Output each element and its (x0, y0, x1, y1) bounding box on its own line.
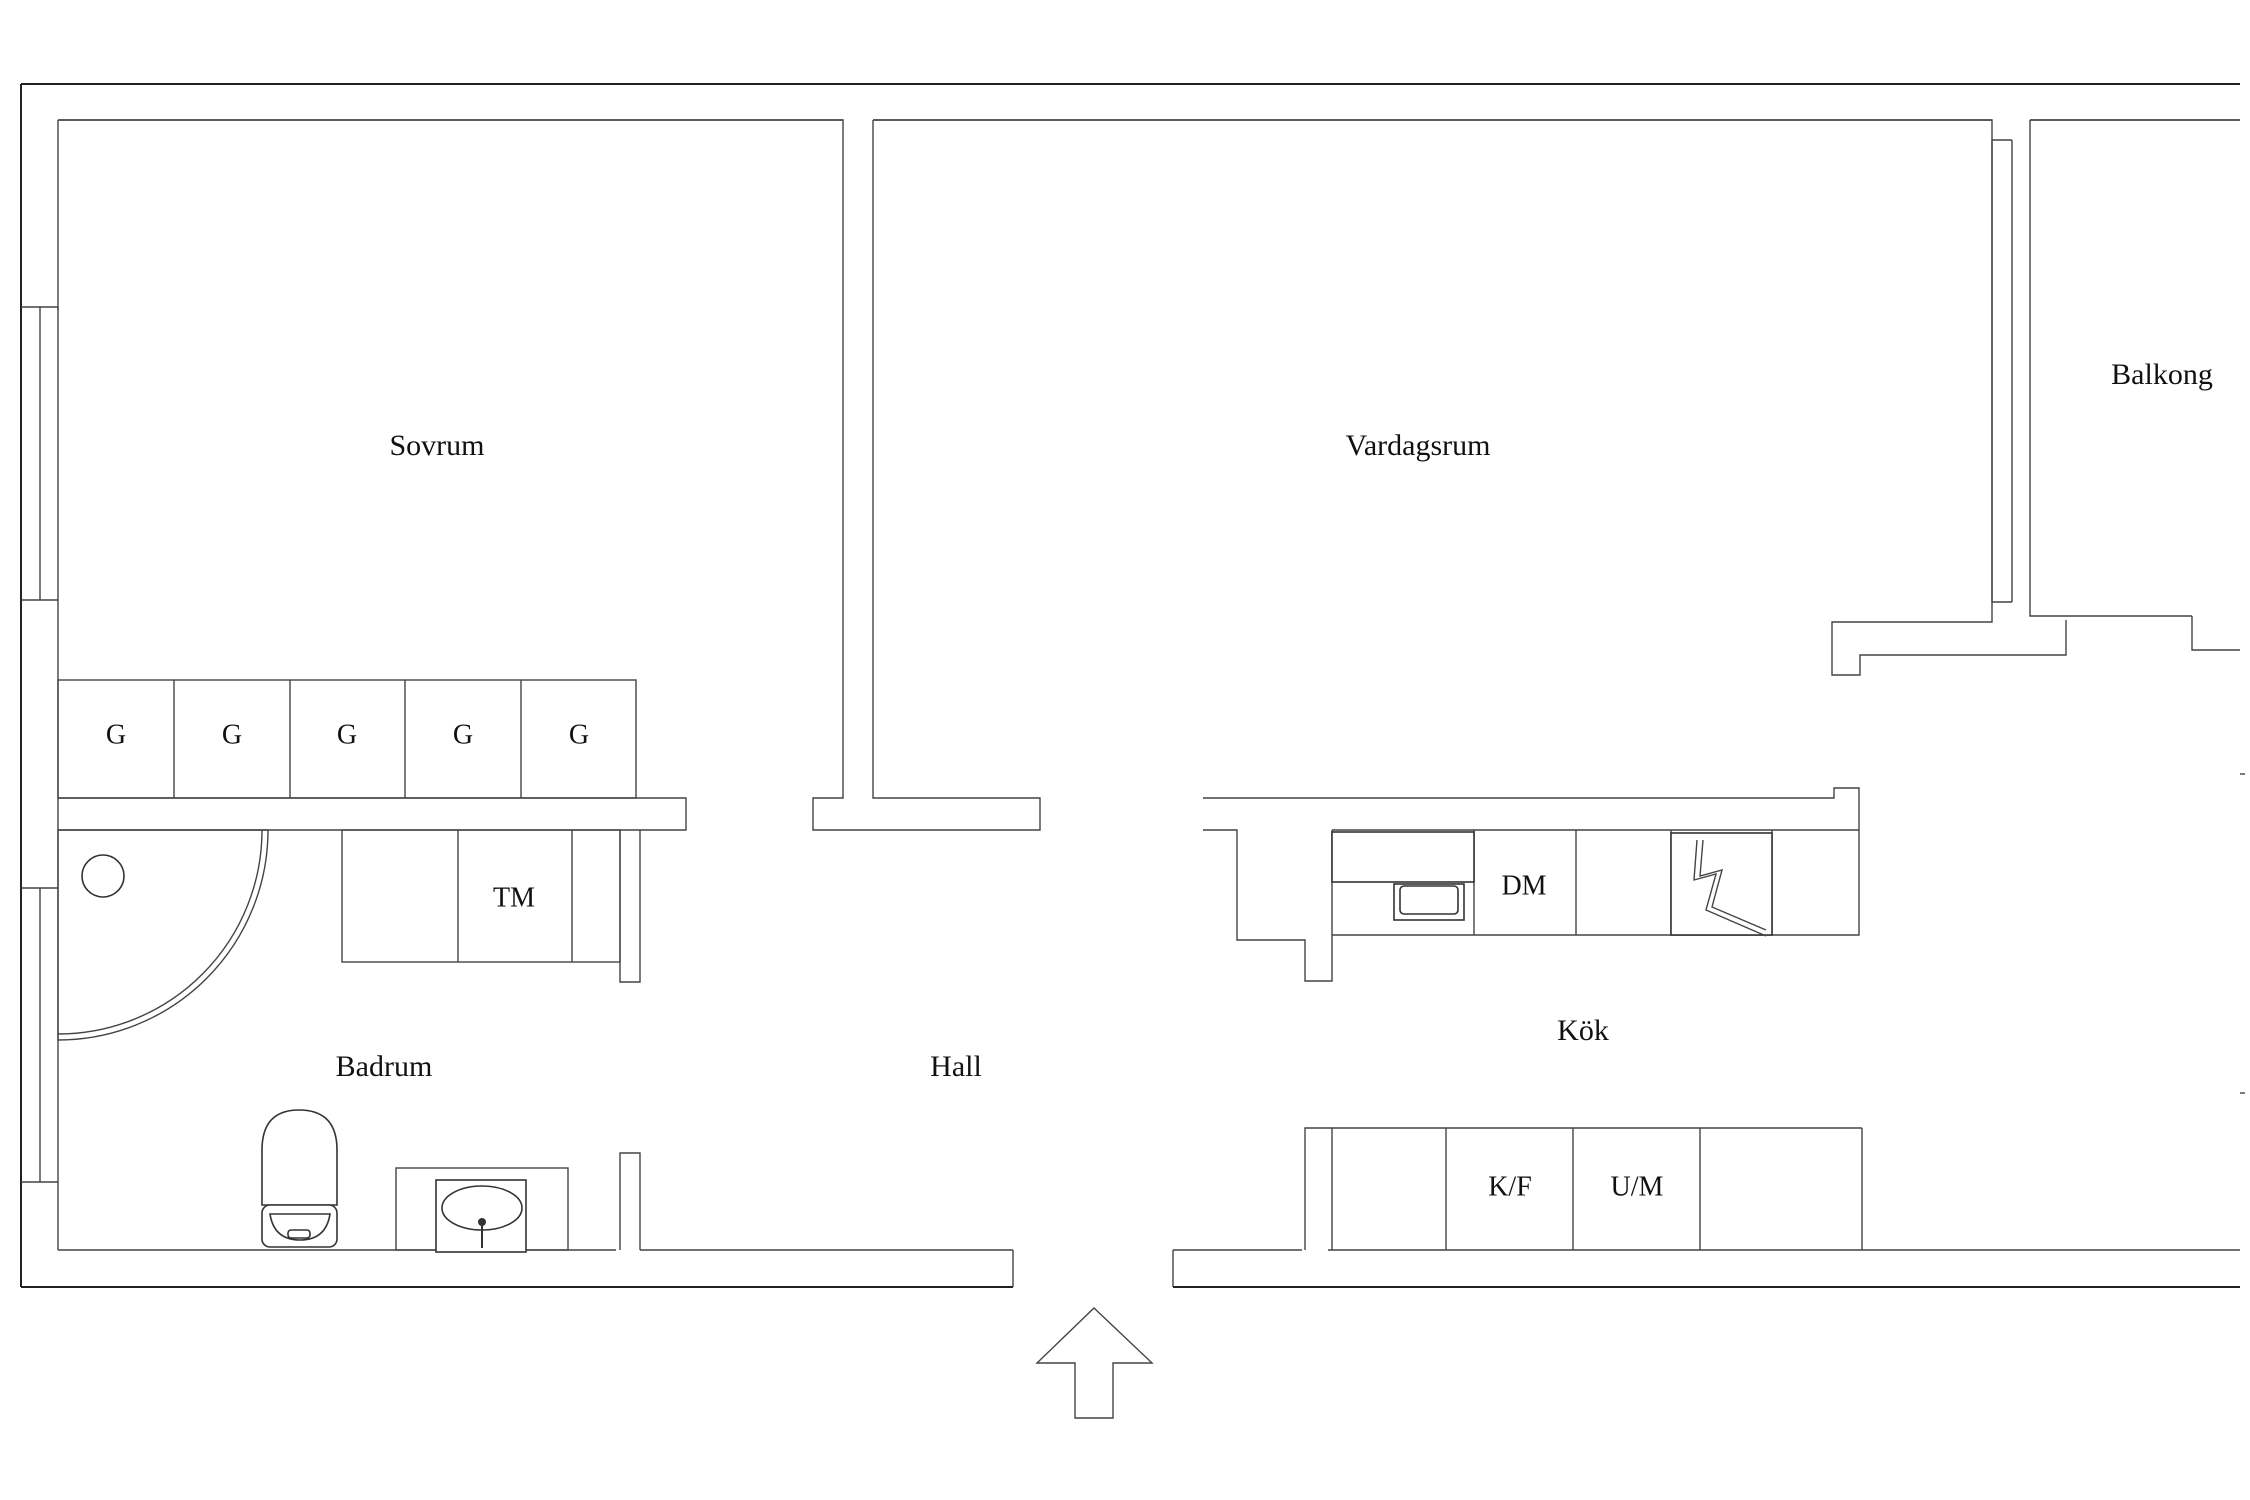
right-wall-marks (2240, 773, 2245, 1094)
laundry-cabinets: TM (341, 829, 621, 963)
bathroom-label: Badrum (336, 1050, 433, 1083)
dishwasher-label: DM (1501, 870, 1546, 901)
kitchen-counter-lower: K/F U/M (1304, 1127, 1863, 1250)
window-bedroom (21, 306, 59, 601)
oven-microwave-label: U/M (1611, 1171, 1664, 1202)
window-bathroom (21, 600, 59, 1250)
toilet-icon (261, 1109, 338, 1248)
wardrobe-label-3: G (337, 719, 357, 750)
hall-label: Hall (930, 1050, 982, 1083)
balcony-label: Balkong (2111, 358, 2213, 391)
fridge-freezer-label: K/F (1488, 1171, 1532, 1202)
wardrobe-row: G G G G G (57, 679, 637, 799)
living-room-walls (873, 119, 2067, 676)
sink-icon (395, 1167, 569, 1253)
bedroom-walls (58, 119, 1041, 831)
wardrobe-label-5: G (569, 719, 589, 750)
wardrobe-label-4: G (453, 719, 473, 750)
bathroom-walls (619, 830, 641, 1250)
shower (57, 829, 269, 1041)
outer-walls (20, 83, 2240, 1288)
living-room-label: Vardagsrum (1346, 429, 1491, 462)
stove-icon (1670, 832, 1773, 937)
entrance-arrow-icon (1035, 1307, 1154, 1419)
kitchen-sink-icon (1331, 831, 1475, 921)
kitchen-counter-upper: DM (1203, 787, 1860, 982)
washing-machine-label: TM (493, 882, 535, 913)
wardrobe-label-1: G (106, 719, 126, 750)
kitchen-label: Kök (1557, 1014, 1609, 1047)
wardrobe-label-2: G (222, 719, 242, 750)
bedroom-label: Sovrum (389, 429, 484, 462)
balcony-walls (2029, 119, 2240, 651)
shower-drain-icon (81, 854, 125, 898)
